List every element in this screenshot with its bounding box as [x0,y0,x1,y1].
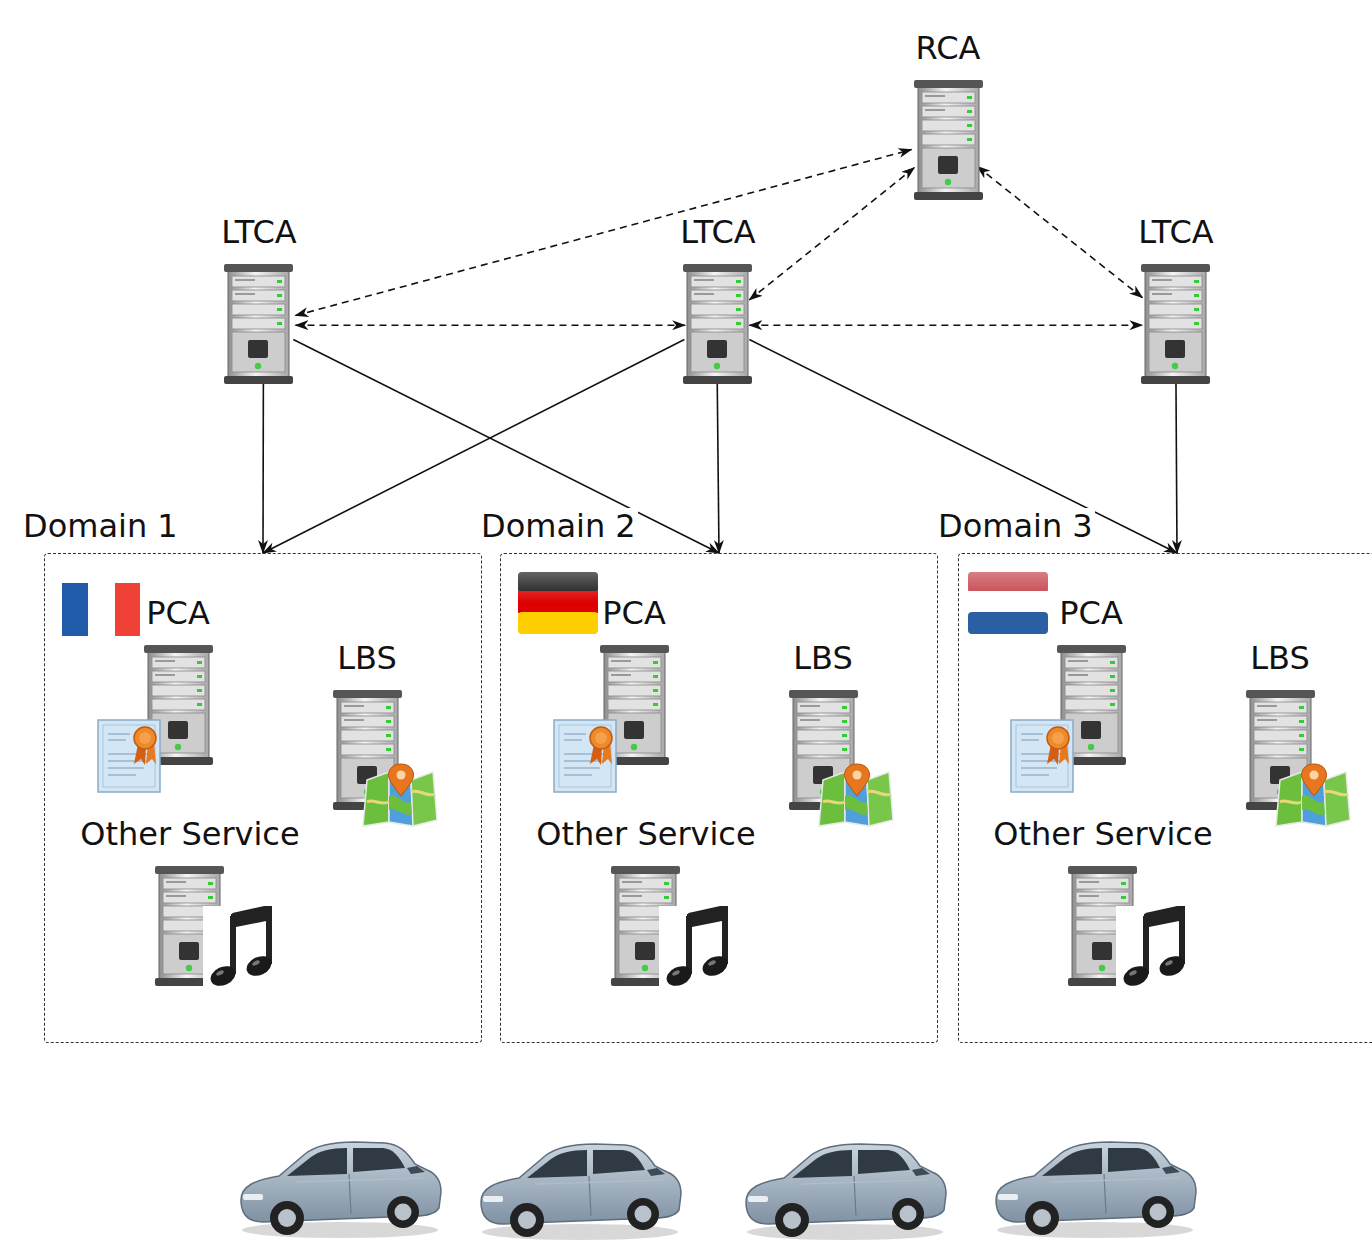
server-label: LTCA [1134,214,1217,251]
car [996,1142,1196,1238]
domain-box: Domain 1PCALBSOther Service [44,553,482,1043]
domain-heading: Domain 2 [479,508,638,545]
server-graphic [224,264,293,384]
server-node: PCA [1051,595,1132,765]
server-label: RCA [908,30,989,67]
music-symbol [1116,906,1192,990]
connector [717,384,719,553]
server-label: PCA [138,595,219,632]
music-symbol [659,906,735,990]
connector [749,324,1142,326]
domain-box: Domain 2PCALBSOther Service [500,553,938,1043]
server-node: LBS [783,640,864,810]
server-label: Other Service [76,816,303,853]
server-graphic [683,264,752,384]
domain-heading: Domain 1 [21,508,180,545]
server-label: LBS [1240,640,1321,677]
server-icon [1139,264,1212,384]
server-node: LTCA [676,214,759,384]
server-node: PCA [594,595,675,765]
connector [1176,384,1177,553]
car [746,1144,946,1240]
server-node: Other Service [989,816,1216,986]
connector [263,340,684,553]
server-node: RCA [908,30,989,200]
car [481,1144,681,1240]
server-icon [222,264,295,384]
domain-heading: Domain 3 [936,508,1095,545]
map-symbol [1276,764,1350,826]
server-label: PCA [1051,595,1132,632]
server-icon [912,80,985,200]
server-label: Other Service [989,816,1216,853]
connector [749,340,1177,553]
flag-netherlands [968,572,1048,634]
server-icon [1055,645,1128,765]
map-symbol [819,764,893,826]
server-node: LBS [1240,640,1321,810]
server-node: Other Service [76,816,303,986]
server-node: PCA [138,595,219,765]
server-label: LTCA [676,214,759,251]
server-label: LBS [327,640,408,677]
domain-box: Domain 3PCALBSOther Service [958,553,1372,1043]
server-label: LBS [783,640,864,677]
server-label: PCA [594,595,675,632]
server-graphic [914,80,983,200]
server-node: LTCA [1134,214,1217,384]
cert-symbol [98,720,160,792]
flag-france [62,583,140,636]
server-icon [153,866,226,986]
server-icon [1244,690,1317,810]
server-icon [142,645,215,765]
connector [295,150,911,316]
flag-germany [518,572,598,634]
server-node: Other Service [532,816,759,986]
map-symbol [363,764,437,826]
server-icon [331,690,404,810]
cert-symbol [554,720,616,792]
connector [295,324,685,326]
music-symbol [203,906,279,990]
connector [262,384,264,553]
server-icon [681,264,754,384]
server-label: Other Service [532,816,759,853]
connector [293,340,719,553]
connector [749,168,914,300]
server-graphic [1141,264,1210,384]
server-label: LTCA [217,214,300,251]
cert-symbol [1011,720,1073,792]
server-node: LTCA [217,214,300,384]
server-icon [787,690,860,810]
connector [977,166,1142,297]
server-icon [1066,866,1139,986]
server-icon [598,645,671,765]
car [241,1142,441,1238]
server-node: LBS [327,640,408,810]
server-icon [609,866,682,986]
